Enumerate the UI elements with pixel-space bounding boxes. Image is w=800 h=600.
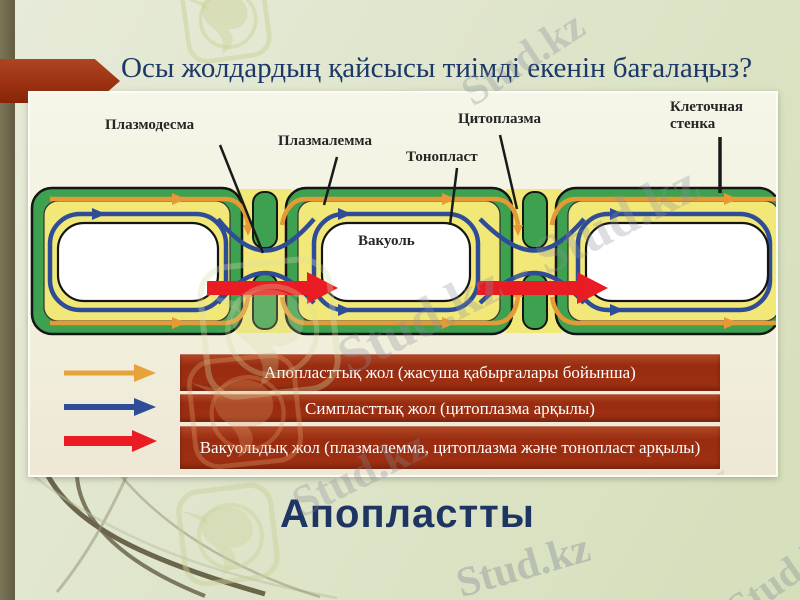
legend-row-vacuolar: Вакуольдық жол (плазмалемма, цитоплазма … [180,426,720,469]
cell-diagram [30,134,776,336]
label-pointer-lines [218,134,722,254]
apoplast-path [50,196,776,326]
vacuole-region [56,221,220,303]
legend-row-apoplast: Апопласттық жол (жасуша қабырғалары бойы… [180,354,720,391]
vacuole-region [584,221,770,303]
vacuole-region [320,221,472,303]
symplast-arrowheads [92,208,624,316]
plasmodesma-channel [252,191,278,249]
left-accent-bar [0,0,15,600]
label-cytoplasm: Цитоплазма [458,111,541,127]
label-vacuole: Вакуоль [358,233,415,249]
hummingbird-icon [176,482,280,587]
legend-row-symplast: Симпласттық жол (цитоплазма арқылы) [180,394,720,422]
answer-text: Апопластты [280,492,535,536]
studkz-logo-icon [162,475,294,594]
red-arrow-icon [64,430,157,452]
diagram-panel: Плазмодесма Плазмалемма Тонопласт Цитопл… [28,91,778,477]
plasmodesma-channel [522,191,548,249]
page-title: Осы жолдардың қайсысы тиімді екенін баға… [121,52,753,84]
watermark-text: Stud.kz [451,525,596,600]
watermark-text: Stud.kz [718,518,800,600]
orange-arrow-icon [64,364,156,382]
vacuolar-path-arrow [207,272,608,304]
label-cell-wall: Клеточная стенка [670,99,743,132]
blue-arrow-icon [64,398,156,416]
label-tonoplast: Тонопласт [406,149,478,165]
label-plasmodesma: Плазмодесма [105,117,195,133]
label-plasmalemma: Плазмалемма [278,133,373,149]
